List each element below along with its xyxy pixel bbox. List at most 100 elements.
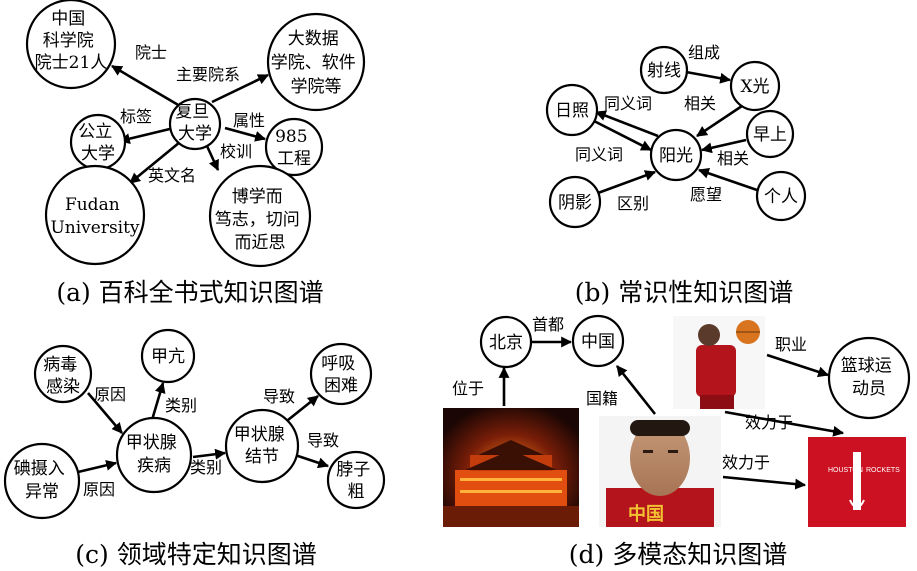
node-hyperthyroid-label: 甲亢 — [151, 347, 185, 367]
node-cas-label: 中国 科学院 院士21人 — [35, 9, 108, 73]
panel-a-encyclopedic-graph: 中国 科学院 院士21人 大数据 学院、软件 学院等 复旦 大学 公立 大学 9… — [25, 0, 366, 307]
edge-fudan-public — [118, 126, 175, 145]
edge-label-lead-bottom: 导致 — [307, 431, 339, 450]
panel-c-domain-graph: 病毒 感染 甲亢 甲状腺 疾病 呼吸 困难 甲状腺 结节 碘摄入 异常 脖子 粗 — [3, 328, 386, 569]
node-ray-label: 射线 — [647, 61, 681, 81]
node-basketball-player — [827, 336, 911, 420]
node-cas — [25, 0, 117, 90]
edge-disease-hyperthyroid — [150, 381, 166, 421]
panel-d-multimodal-graph: 中国 HOUSTON ROCKETS 北京 中国 — [443, 314, 911, 569]
node-virus — [33, 344, 93, 404]
node-breathing — [309, 342, 373, 406]
edge-fudan-english — [129, 140, 181, 185]
node-beijing-label: 北京 — [489, 333, 523, 353]
edge-fudan-motto — [205, 145, 220, 171]
node-english-label: Fudan University — [50, 195, 139, 238]
node-neck — [326, 450, 386, 510]
edge-iodine-disease — [77, 459, 118, 474]
edge-label-compose: 组成 — [688, 43, 720, 62]
rockets-logo-text-1: HOUSTON — [828, 467, 863, 474]
edge-label-plays-for-top: 效力于 — [745, 413, 793, 432]
basketball-player-photo — [673, 316, 765, 409]
edge-label-related-xray: 相关 — [684, 94, 716, 113]
edge-xray-sun — [696, 102, 746, 138]
node-nodule — [224, 408, 300, 484]
edge-label-motto: 校训 — [220, 142, 252, 161]
edge-label-cause-top: 原因 — [94, 385, 126, 404]
node-985 — [264, 117, 324, 177]
edge-label-synonym-bottom: 同义词 — [575, 145, 623, 164]
node-motto-label: 博学而 笃志，切问 而近思 — [215, 187, 305, 253]
edge-sun-sunshine — [594, 110, 659, 138]
node-breathing-label: 呼吸 困难 — [321, 354, 360, 396]
edge-nodule-neck — [291, 452, 330, 469]
caption-d: (d) 多模态知识图谱 — [569, 540, 787, 569]
edge-label-difference: 区别 — [617, 194, 649, 213]
edge-ray-xray — [685, 70, 732, 84]
node-thyroid-disease — [115, 416, 193, 494]
node-fudan-label: 复旦 大学 — [175, 102, 214, 144]
node-morning-label: 早上 — [753, 125, 787, 145]
node-virus-label: 病毒 感染 — [43, 355, 82, 397]
rockets-logo-text-2: ROCKETS — [866, 467, 900, 474]
node-person — [755, 170, 807, 222]
node-motto — [208, 164, 312, 268]
node-china-label: 中国 — [581, 332, 615, 352]
caption-a: (a) 百科全书式知识图谱 — [56, 278, 323, 307]
node-bigdata — [266, 12, 366, 112]
node-neck-label: 脖子 粗 — [336, 460, 375, 502]
edge-label-tag: 标签 — [120, 107, 152, 126]
edge-label-plays-for-bottom: 效力于 — [722, 453, 770, 472]
node-sun — [649, 128, 703, 182]
node-hyperthyroid — [140, 328, 196, 384]
edge-label-academician: 院士 — [135, 43, 167, 62]
yao-ming-photo: 中国 — [599, 416, 721, 527]
edge-label-capital: 首都 — [532, 315, 564, 334]
edge-player-rockets — [724, 410, 845, 437]
svg-text:中国: 中国 — [628, 503, 664, 524]
node-iodine-label: 碘摄入 异常 — [14, 459, 70, 502]
node-public-label: 公立 大学 — [78, 122, 117, 164]
node-bigdata-label: 大数据 学院、软件 学院等 — [271, 29, 361, 97]
node-sunshine — [545, 83, 599, 137]
edge-disease-nodule — [192, 448, 227, 460]
edge-label-english-name: 英文名 — [148, 166, 196, 185]
edge-yao-china — [615, 365, 657, 415]
edge-morning-sun — [700, 138, 747, 154]
rockets-logo: HOUSTON ROCKETS — [808, 437, 906, 527]
node-english — [44, 164, 146, 266]
node-thyroid-disease-label: 甲状腺 疾病 — [126, 433, 182, 476]
edge-label-occupation: 职业 — [775, 335, 807, 354]
node-iodine — [3, 442, 81, 520]
edge-label-lead-top: 导致 — [263, 387, 295, 406]
edge-label-category-top: 类别 — [165, 396, 197, 415]
edge-label-related-morning: 相关 — [717, 149, 749, 168]
node-xray — [729, 60, 781, 112]
node-xray-label: X光 — [740, 77, 769, 97]
edge-sunshine-sun — [593, 119, 652, 152]
edge-label-nationality: 国籍 — [586, 389, 618, 408]
tiananmen-photo — [443, 408, 579, 527]
edge-shadow-sun — [597, 170, 657, 195]
edge-label-located-in: 位于 — [452, 379, 484, 398]
edge-label-attribute: 属性 — [233, 111, 265, 130]
edge-virus-disease — [87, 392, 123, 434]
node-nodule-label: 甲状腺 结节 — [234, 425, 290, 467]
panel-b-commonsense-graph: 射线 X光 日照 阳光 早上 阴影 个人 组成 同义词 相关 同义词 相关 区别… — [545, 43, 807, 307]
edge-label-wish: 愿望 — [690, 185, 722, 204]
node-sunshine-label: 日照 — [555, 101, 589, 121]
node-shadow — [548, 175, 602, 229]
node-person-label: 个人 — [764, 187, 798, 207]
edge-nodule-breathing — [287, 394, 319, 422]
edge-fudan-985 — [224, 126, 267, 142]
edge-label-category-mid: 类别 — [190, 458, 222, 477]
edge-yao-rockets — [722, 475, 807, 490]
node-morning — [745, 109, 795, 159]
node-fudan — [168, 97, 222, 151]
edge-fudan-cas — [111, 64, 181, 108]
node-ray — [639, 45, 689, 95]
caption-c: (c) 领域特定知识图谱 — [75, 540, 316, 569]
caption-b: (b) 常识性知识图谱 — [575, 278, 793, 307]
node-china — [571, 314, 625, 368]
